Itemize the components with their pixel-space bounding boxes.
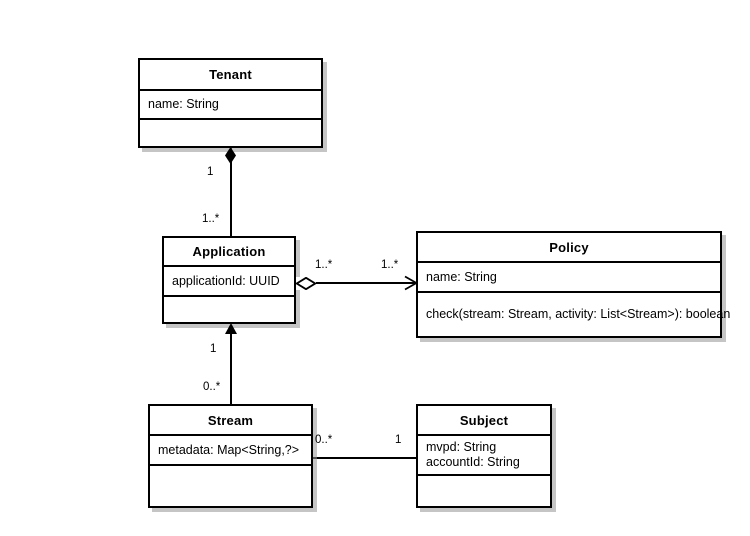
class-box-subject[interactable]: Subject mvpd: String accountId: String [416, 404, 552, 508]
attribute-row: applicationId: UUID [172, 273, 280, 288]
edge-application-policy [314, 282, 418, 284]
attribute-row: metadata: Map<String,?> [158, 442, 300, 457]
compartment-attributes-subject: mvpd: String accountId: String [418, 436, 550, 476]
compartment-name-tenant: Tenant [140, 60, 321, 91]
operation-row: check(stream: Stream, activity: List<Str… [426, 307, 731, 321]
edge-stream-application [230, 333, 232, 405]
compartment-operations-stream [150, 466, 311, 506]
attribute-row: mvpd: String [426, 440, 497, 454]
compartment-name-stream: Stream [150, 406, 311, 436]
attribute-row: name: String [426, 269, 497, 284]
compartment-name-application: Application [164, 238, 294, 267]
attribute-row: accountId: String [426, 455, 520, 469]
compartment-name-policy: Policy [418, 233, 720, 263]
compartment-attributes-application: applicationId: UUID [164, 267, 294, 297]
class-box-application[interactable]: Application applicationId: UUID [162, 236, 296, 324]
multiplicity-stream-subject-source: 0..* [315, 434, 333, 446]
edge-tenant-application [230, 148, 232, 238]
compartment-attributes-policy: name: String [418, 263, 720, 293]
class-name-stream: Stream [207, 412, 254, 428]
attribute-row: name: String [148, 97, 219, 111]
multiplicity-application-target: 1 [210, 343, 217, 355]
multiplicity-tenant-side: 1 [207, 166, 214, 178]
compartment-operations-subject [418, 476, 550, 506]
compartment-name-subject: Subject [418, 406, 550, 436]
composition-diamond-tenant [225, 147, 236, 164]
compartment-operations-application [164, 297, 294, 322]
compartment-attributes-tenant: name: String [140, 91, 321, 120]
compartment-operations-policy: check(stream: Stream, activity: List<Str… [418, 293, 731, 336]
class-name-application: Application [192, 244, 266, 259]
class-name-policy: Policy [549, 239, 589, 255]
arrowhead-application-policy [404, 275, 418, 291]
arrowhead-stream-application [225, 323, 237, 334]
class-box-policy[interactable]: Policy name: String check(stream: Stream… [416, 231, 731, 338]
class-box-stream[interactable]: Stream metadata: Map<String,?> [148, 404, 313, 508]
multiplicity-application-side: 1..* [202, 213, 220, 225]
class-name-tenant: Tenant [209, 67, 252, 82]
multiplicity-application-policy-target: 1..* [381, 259, 399, 271]
class-box-tenant[interactable]: Tenant name: String [138, 58, 323, 148]
multiplicity-stream-subject-target: 1 [395, 434, 402, 446]
compartment-operations-tenant [140, 120, 321, 146]
compartment-attributes-stream: metadata: Map<String,?> [150, 436, 311, 466]
multiplicity-application-policy-source: 1..* [315, 259, 333, 271]
aggregation-diamond-application [296, 277, 316, 290]
multiplicity-stream-source: 0..* [203, 381, 221, 393]
edge-stream-subject [312, 457, 417, 459]
class-name-subject: Subject [459, 412, 509, 428]
